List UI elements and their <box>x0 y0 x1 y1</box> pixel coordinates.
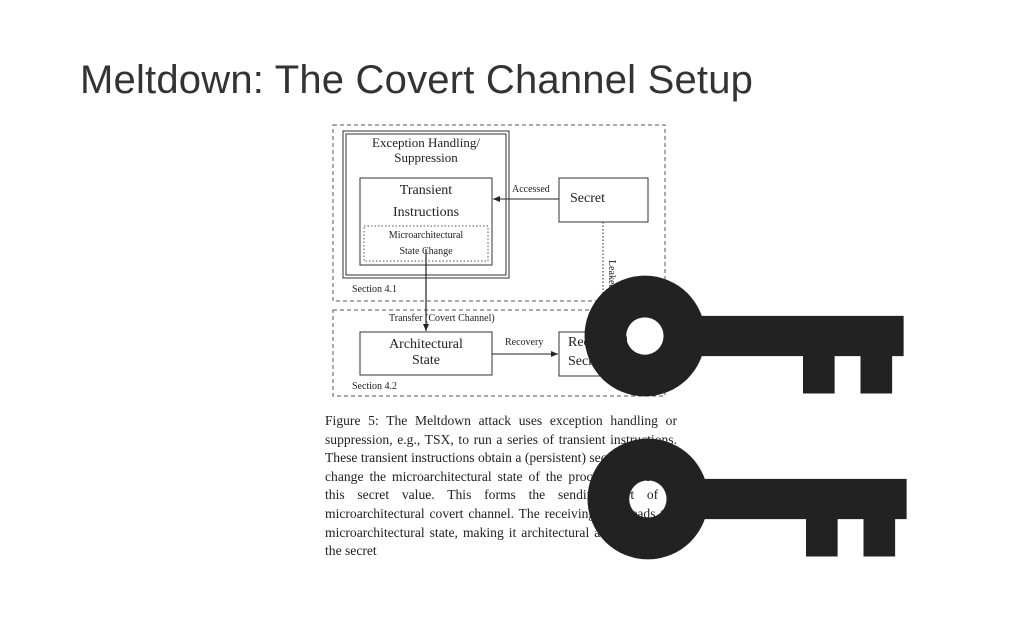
arch-state-text: Architectural State <box>389 337 463 369</box>
transfer-label: Transfer (Covert Channel) <box>389 313 495 324</box>
exception-box-label: Exception Handling/ Suppression <box>350 135 502 166</box>
key-icon <box>584 275 904 397</box>
arch-state-label: Architectural State <box>362 337 490 369</box>
transient-box-label: Transient Instructions <box>362 180 490 224</box>
accessed-label: Accessed <box>512 184 550 195</box>
leaked-label: Leaked <box>606 260 617 290</box>
microarch-box-label: Microarchitectural State Change <box>366 228 486 260</box>
secret-box-label: Secret <box>570 191 904 397</box>
section-bottom-label: Section 4.2 <box>352 381 397 392</box>
recovery-label: Recovery <box>505 337 544 348</box>
microarch-box-text: Microarchitectural State Change <box>388 230 464 257</box>
exception-box-text: Exception Handling/ Suppression <box>372 135 480 165</box>
recovered-secret-bottom-text: Secret <box>568 354 603 369</box>
recovered-secret-bottom-label: Secret <box>568 354 907 560</box>
meltdown-diagram: Exception Handling/ Suppression Transien… <box>330 120 907 560</box>
section-region-top <box>332 124 666 302</box>
slide-title: Meltdown: The Covert Channel Setup <box>80 58 754 102</box>
recovered-secret-top-label: Recovered <box>568 335 628 350</box>
figure-caption: Figure 5: The Meltdown attack uses excep… <box>325 413 677 559</box>
transient-box-text: Transient Instructions <box>392 183 460 220</box>
secret-box-text: Secret <box>570 191 605 206</box>
key-icon <box>587 438 907 560</box>
section-top-label: Section 4.1 <box>352 284 397 295</box>
